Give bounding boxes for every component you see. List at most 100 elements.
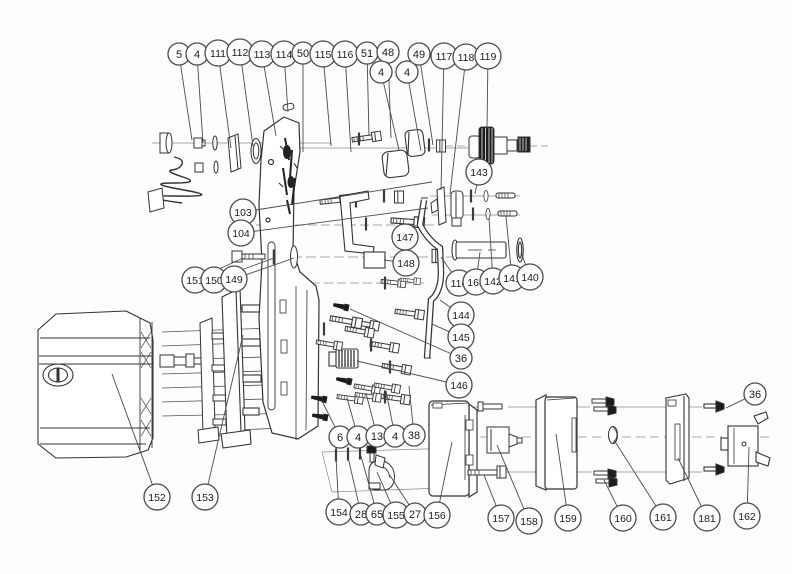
- balloon-number: 103: [234, 207, 252, 219]
- leader-line: [263, 66, 277, 137]
- callout-160: 160: [603, 479, 637, 532]
- balloon-number: 13: [371, 431, 383, 443]
- balloon-circle: [609, 504, 637, 532]
- leader-line: [385, 390, 394, 426]
- balloon-number: 51: [361, 48, 373, 60]
- balloon-number: 142: [484, 276, 502, 288]
- balloon-number: 161: [654, 512, 672, 524]
- leader-line: [677, 457, 702, 507]
- balloon-number: 36: [455, 353, 467, 365]
- balloon-number: 118: [458, 52, 475, 64]
- balloon-circle: [487, 504, 515, 532]
- motor-shaft-part: [159, 353, 202, 368]
- callout-28: 28: [347, 456, 373, 526]
- balloon-number: 116: [337, 49, 354, 61]
- leader-line: [408, 385, 414, 425]
- callout-154: 154: [325, 457, 353, 526]
- cover-box-159-part: [535, 394, 578, 491]
- balloon-number: 162: [738, 511, 756, 523]
- balloon-number: 4: [355, 432, 361, 444]
- leader-line: [613, 439, 657, 507]
- callout-4: 4: [185, 42, 209, 144]
- callout-161: 161: [613, 439, 677, 531]
- callout-118: 118: [449, 43, 480, 195]
- cap-161-part: [608, 426, 618, 444]
- balloon-number: 104: [232, 228, 250, 240]
- leader-line: [111, 373, 153, 485]
- leader-line: [207, 334, 244, 485]
- balloon-number: 115: [315, 49, 332, 61]
- leader-line: [253, 207, 429, 232]
- balloon-number: 65: [371, 509, 383, 521]
- balloon-circle: [515, 507, 543, 535]
- callout-4: 4: [395, 60, 422, 152]
- balloon-number: 159: [559, 513, 577, 525]
- balloon-number: 145: [452, 332, 470, 344]
- balloon-number: 4: [404, 67, 410, 79]
- leader-line: [603, 479, 618, 507]
- leader-line: [219, 65, 232, 149]
- gear-housing-part: [428, 400, 478, 499]
- pulley-assembly-part: [468, 126, 531, 165]
- leader-line: [241, 64, 254, 147]
- callout-145: 145: [431, 323, 475, 351]
- callout-146: 146: [356, 360, 473, 399]
- leader-line: [347, 456, 360, 504]
- block-148-part: [363, 251, 386, 269]
- balloon-number: 111: [210, 48, 226, 60]
- gasket-plate-part: [197, 317, 229, 444]
- callout-150: 150: [200, 257, 275, 294]
- screw-icon: [351, 130, 383, 145]
- balloon-circle: [474, 42, 502, 70]
- callout-104: 104: [227, 207, 429, 247]
- callout-113: 113: [248, 40, 277, 137]
- balloon-number: 154: [330, 507, 348, 519]
- callout-162: 162: [733, 446, 761, 530]
- leader-line: [365, 392, 375, 426]
- balloon-number: 147: [396, 232, 414, 244]
- callout-156: 156: [423, 441, 453, 529]
- threaded-barrel-part: [328, 348, 359, 369]
- callout-111: 111: [204, 39, 232, 149]
- callout-115: 115: [309, 40, 337, 147]
- leader-line: [180, 64, 193, 141]
- leader-line: [440, 68, 445, 191]
- callout-36: 36: [349, 308, 473, 370]
- balloon-number: 49: [413, 49, 425, 61]
- callout-4: 4: [346, 397, 370, 449]
- balloon-circle: [516, 263, 544, 291]
- spring-part: [150, 156, 203, 204]
- callout-158: 158: [496, 444, 543, 535]
- leader-line: [388, 473, 410, 506]
- balloon-number: 5: [176, 49, 182, 61]
- callout-153: 153: [191, 334, 244, 511]
- balloon-number: 151: [186, 275, 204, 287]
- balloon-number: 4: [392, 431, 398, 443]
- balloon-number: 158: [520, 516, 538, 528]
- pellet-part: [282, 102, 295, 111]
- leader-line: [366, 63, 370, 137]
- leader-line: [323, 66, 332, 147]
- callout-51: 51: [355, 41, 379, 137]
- balloon-number: 152: [148, 492, 166, 504]
- leader-line: [376, 471, 392, 504]
- balloon-number: 119: [480, 51, 497, 63]
- top-screw-row: [319, 129, 446, 209]
- callout-117: 117: [430, 42, 458, 191]
- upper-left-parts: [147, 102, 295, 213]
- leader-line: [322, 402, 336, 428]
- callout-112: 112: [226, 38, 254, 147]
- balloon-number: 150: [205, 275, 223, 287]
- leader-line: [197, 64, 204, 144]
- leader-line: [335, 457, 339, 500]
- balloon-circle: [693, 504, 721, 532]
- balloon-circle: [191, 483, 219, 511]
- leader-line: [255, 181, 433, 211]
- callout-116: 116: [331, 40, 359, 153]
- balloon-number: 156: [428, 510, 446, 522]
- nut-washer-row-1: [193, 135, 218, 151]
- callout-143: 143: [465, 158, 493, 195]
- balloon-number: 36: [749, 389, 761, 401]
- balloon-number: 4: [378, 67, 384, 79]
